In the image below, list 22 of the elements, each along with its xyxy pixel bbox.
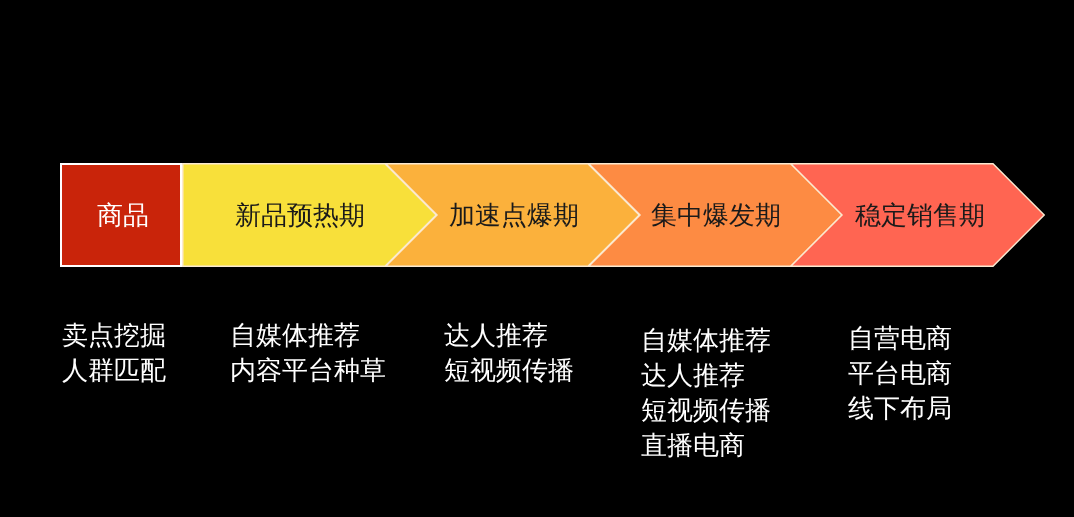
stage-note: 内容平台种草	[230, 354, 386, 387]
stage-note: 自媒体推荐	[641, 324, 771, 357]
stage-note: 达人推荐	[444, 319, 548, 352]
product-box	[60, 163, 182, 267]
stage-label: 集中爆发期	[651, 199, 781, 231]
stage-note: 达人推荐	[641, 359, 745, 392]
product-label: 商品	[97, 199, 149, 231]
stage-note: 短视频传播	[641, 394, 771, 427]
stage-note: 短视频传播	[444, 354, 574, 387]
stage-note: 人群匹配	[62, 354, 166, 387]
stage-note: 自媒体推荐	[230, 319, 360, 352]
stage-note: 平台电商	[848, 357, 952, 390]
stage-band	[790, 163, 1045, 267]
stage-band	[385, 163, 640, 267]
stage-label: 稳定销售期	[855, 199, 985, 231]
stage-band	[588, 163, 843, 267]
stage-label: 加速点爆期	[449, 199, 579, 231]
stage-note: 线下布局	[848, 392, 952, 425]
stage-label: 新品预热期	[235, 199, 365, 231]
stage-note: 直播电商	[641, 429, 745, 462]
stage-note: 自营电商	[848, 322, 952, 355]
stage-note: 卖点挖掘	[62, 319, 166, 352]
